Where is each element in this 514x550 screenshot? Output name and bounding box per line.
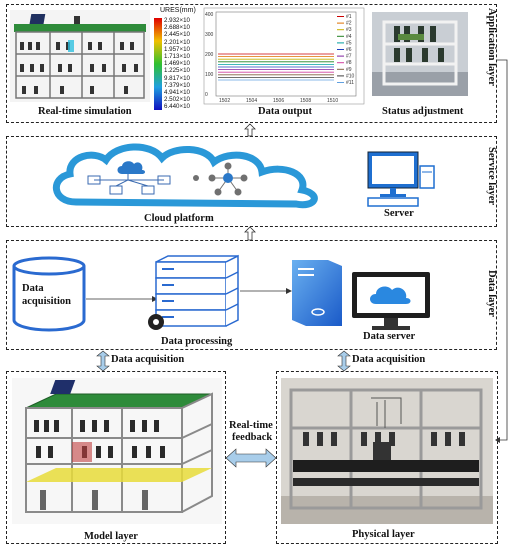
cloud-platform-label: Cloud platform: [144, 213, 214, 224]
colorbar-tick: 2.932×10: [164, 17, 190, 24]
y-tick-label: 400: [205, 12, 214, 18]
realtime-feedback-arrow: [225, 448, 277, 468]
data-server-monitor-icon: [352, 272, 430, 330]
colorbar-tick: 1.225×10: [164, 67, 190, 75]
legend-entry: #1: [346, 14, 352, 20]
legend-entry: #3: [346, 27, 352, 33]
colorbar-tick: 9.817×10: [164, 74, 190, 82]
service-layer-box: [6, 136, 497, 227]
y-tick-label: 100: [205, 72, 214, 78]
colorbar-tick: 2.502×10: [164, 96, 190, 104]
colorbar-tick: 1.469×10: [164, 60, 190, 68]
y-tick-label: 300: [205, 32, 214, 38]
left-acq-double-arrow: [96, 350, 110, 372]
x-tick-label: 1504: [246, 98, 257, 104]
data-layer-label: Data layer: [486, 270, 497, 317]
application-layer-box: [6, 4, 497, 123]
colorbar-tick: 6.440×10: [164, 103, 190, 111]
simulation-rack-image: [10, 10, 150, 102]
server-label: Server: [384, 208, 414, 219]
app-service-arrow: [244, 123, 256, 137]
data-processing-stack-icon: [148, 254, 239, 330]
x-tick-label: 1502: [219, 98, 230, 104]
legend-entry: #6: [346, 47, 352, 53]
colorbar-tick: 4.941×10: [164, 89, 190, 97]
colorbar-tick: 2.201×10: [164, 38, 190, 46]
x-tick-label: 1510: [327, 98, 338, 104]
model-layer-box: [6, 371, 226, 544]
realtime-simulation-label: Real-time simulation: [38, 106, 132, 117]
colorbar-tick: 1.713×10: [164, 53, 190, 61]
physical-layer-label: Physical layer: [352, 529, 415, 540]
legend-entry: #11: [346, 80, 354, 86]
processing-to-server-line: [240, 288, 292, 294]
realtime-feedback-label-line1: Real-time: [229, 420, 273, 431]
x-tick-label: 1506: [273, 98, 284, 104]
colorbar-tick: 7.379×10: [164, 81, 190, 89]
status-adjustment-label: Status adjustment: [382, 106, 464, 117]
legend-entry: #8: [346, 60, 352, 66]
colorbar-ticks: 2.932×10 2.688×10 2.445×10 2.201×10 1.95…: [164, 17, 190, 111]
y-tick-label: 0: [205, 92, 208, 98]
y-tick-label: 200: [205, 52, 214, 58]
application-layer-label: Application layer: [486, 8, 497, 86]
feedback-connector-right: [495, 59, 508, 443]
physical-layer-box: [276, 371, 498, 544]
colorbar: [154, 18, 162, 110]
colorbar-tick: 2.688×10: [164, 24, 190, 32]
colorbar-title: URES(mm): [160, 7, 196, 14]
right-data-acquisition-label: Data acquisition: [352, 354, 426, 365]
realtime-feedback-label-line2: feedback: [232, 432, 273, 443]
colorbar-tick: 2.445×10: [164, 31, 190, 39]
data-output-chart: #1#2#3#4#5#6#7#8#9#10#11 1502 1504 1506 150…: [203, 7, 365, 105]
legend-entry: #2: [346, 21, 352, 27]
legend-entry: #7: [346, 54, 352, 60]
data-acquisition-cylinder: [12, 256, 86, 332]
x-tick-label: 1508: [300, 98, 311, 104]
data-layer-box: [6, 240, 497, 350]
data-server-label: Data server: [363, 331, 416, 342]
left-data-acquisition-label: Data acquisition: [111, 354, 185, 365]
colorbar-tick: 1.957×10: [164, 45, 190, 53]
status-adjustment-image: [372, 12, 468, 96]
data-output-label: Data output: [258, 106, 312, 117]
server-tower-icon: [292, 260, 342, 326]
right-acq-double-arrow: [337, 350, 351, 372]
legend-entry: #10: [346, 73, 355, 79]
server-computer-icon: [367, 151, 435, 207]
data-acquisition-label-line1: Data: [22, 283, 44, 294]
legend-entry: #4: [346, 34, 352, 40]
legend-entry: #5: [346, 40, 352, 46]
physical-rack-photo: [281, 378, 493, 524]
data-acquisition-label-line2: acquisition: [22, 296, 72, 307]
service-layer-label: Service layer: [486, 147, 497, 206]
service-data-arrow: [244, 226, 256, 241]
cloud-platform-icon: [52, 143, 318, 209]
data-processing-label: Data processing: [161, 336, 233, 347]
legend-entry: #9: [346, 67, 352, 73]
model-rack-image: [12, 378, 222, 524]
model-layer-label: Model layer: [84, 531, 138, 542]
acq-to-processing-line: [86, 296, 158, 302]
